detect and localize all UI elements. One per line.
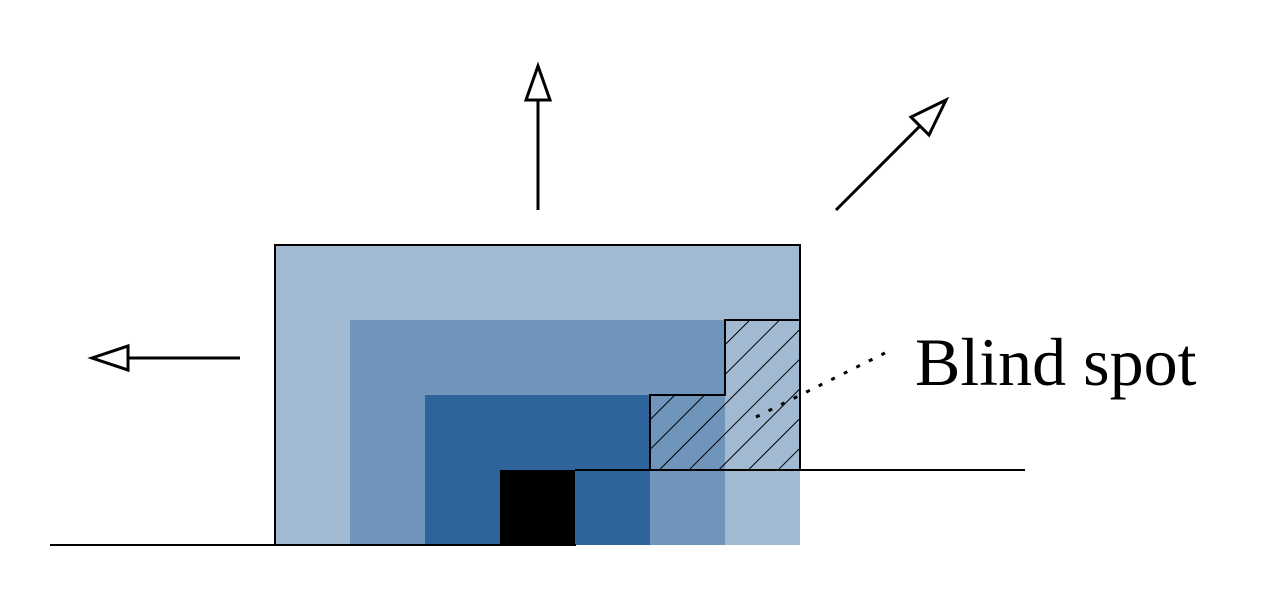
arrow-left-icon bbox=[87, 343, 240, 373]
blind-spot-label: Blind spot bbox=[915, 324, 1197, 400]
arrow-up-right-icon bbox=[834, 96, 950, 212]
core-block bbox=[500, 470, 575, 545]
outer-border bbox=[274, 244, 801, 545]
arrow-up-icon bbox=[523, 61, 553, 210]
